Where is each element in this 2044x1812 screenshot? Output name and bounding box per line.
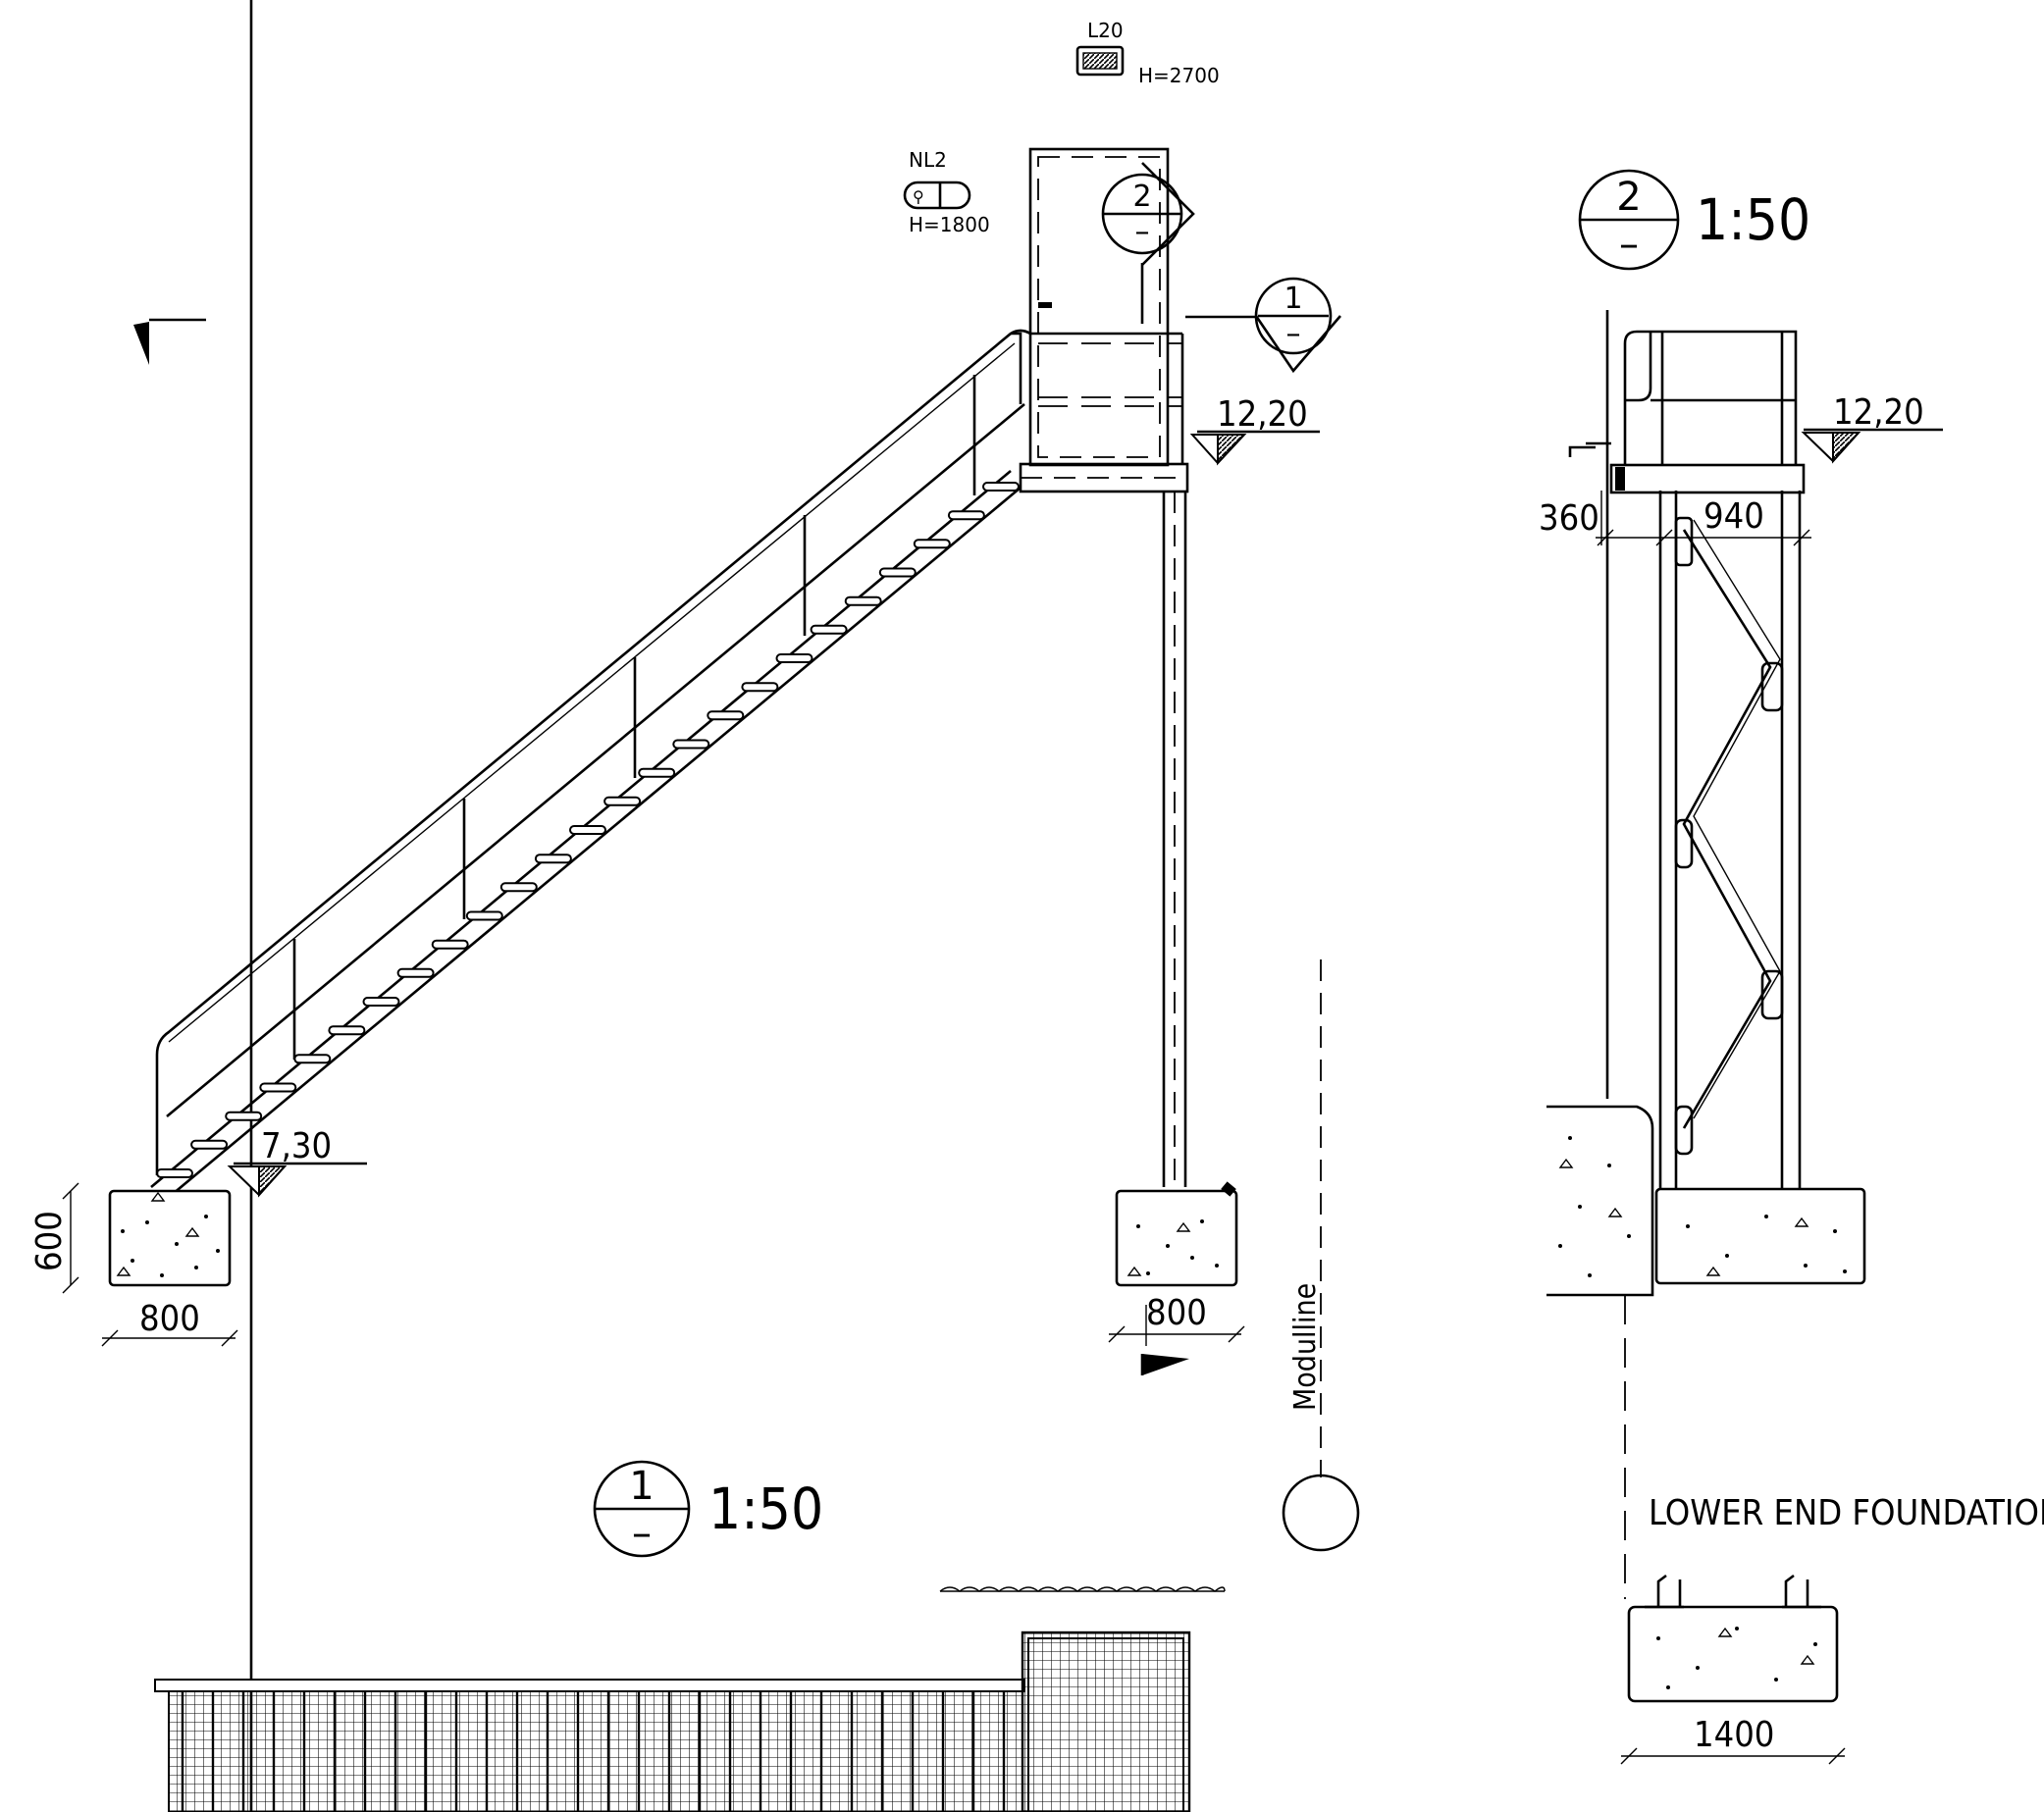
stair-tread — [707, 710, 745, 721]
dimension-foundation-left: 800 — [101, 1299, 238, 1347]
view1-scale: 1:50 — [708, 1475, 823, 1542]
cut-marker-1-number: 1 — [1284, 282, 1302, 316]
view2-marker-number: 2 — [1616, 175, 1641, 220]
dimension-foundation-right: 800 — [1108, 1293, 1245, 1346]
cut-marker-1: 1 – — [1185, 277, 1341, 374]
stair-tread — [878, 567, 917, 578]
stair-tread — [431, 939, 469, 950]
dim-800-left-label: 800 — [139, 1299, 200, 1339]
view2-marker-sub: – — [1619, 222, 1639, 267]
section-arrow-bottom — [1140, 1354, 1189, 1375]
stair-elevation-view: 12,20 7,30 600 800 800 — [29, 19, 1360, 1558]
cut-marker-2: 2 – — [1101, 162, 1195, 324]
stair-tread — [293, 1054, 332, 1064]
dim-800-right-label: 800 — [1146, 1293, 1207, 1333]
light-code: NL2 — [909, 148, 947, 172]
foundation-dim-label: 1400 — [1694, 1715, 1774, 1755]
stair-tread — [225, 1111, 263, 1121]
level-top-label: 12,20 — [1217, 394, 1308, 435]
light-icon: ⚲ — [913, 187, 924, 206]
level-mark-top: 12,20 — [1189, 394, 1320, 466]
window-height: H=2700 — [1138, 64, 1220, 87]
stair-tread — [775, 653, 813, 663]
dim-940-label: 940 — [1703, 496, 1764, 537]
cut-marker-1-sub: – — [1286, 317, 1301, 351]
stair-balusters — [292, 375, 976, 1060]
dim-600-label: 600 — [29, 1211, 70, 1271]
view2-scale: 1:50 — [1696, 186, 1810, 253]
grid-label: Modulline — [1288, 1283, 1323, 1411]
stair-tread — [465, 910, 503, 921]
view2-title: 2 – 1:50 — [1578, 169, 1810, 271]
stair-handrail-top — [155, 329, 1031, 1175]
stair-tread — [913, 539, 951, 549]
light-height: H=1800 — [909, 213, 990, 236]
stair-tread — [947, 510, 985, 521]
facade-strip — [154, 1586, 1226, 1812]
lower-end-foundation-detail: LOWER END FOUNDATION 1400 — [1620, 1493, 2044, 1765]
stair-tread — [672, 739, 710, 750]
cut-marker-2-sub: – — [1135, 215, 1150, 249]
window-code: L20 — [1087, 19, 1124, 42]
stair-treads — [156, 482, 1020, 1178]
view1-marker-number: 1 — [629, 1464, 654, 1509]
stair-handrail-mid — [166, 403, 1025, 1117]
stair-tread — [259, 1082, 297, 1093]
stair-tread — [603, 796, 642, 806]
view1-marker-sub: – — [632, 1511, 652, 1556]
door-elevation — [1028, 147, 1184, 467]
stair-tread — [534, 854, 572, 864]
stair-tread — [190, 1139, 229, 1150]
facade-ribs — [181, 1691, 1006, 1812]
stair-tread — [569, 825, 606, 835]
stair-side-section-view: 12,20 360 940 2 – 1:50 — [1539, 169, 1943, 1599]
foundation-left — [108, 1189, 232, 1287]
foundation-title: LOWER END FOUNDATION — [1649, 1493, 2044, 1533]
window-tag: L20 H=2700 — [1075, 19, 1220, 87]
view1-title: 1 – 1:50 — [593, 1460, 823, 1558]
stair-tread — [156, 1168, 193, 1178]
foundation-right — [1115, 1181, 1238, 1287]
stair-tread — [810, 624, 848, 635]
view2-level-label: 12,20 — [1833, 392, 1924, 433]
stair-tread — [396, 967, 435, 978]
stair-tread — [362, 997, 400, 1007]
module-line: Modulline — [1282, 959, 1360, 1552]
dimension-foundation-height: 600 — [29, 1182, 79, 1294]
cut-marker-2-number: 2 — [1132, 180, 1151, 214]
stair-tread — [328, 1025, 366, 1036]
dim-360-label: 360 — [1539, 498, 1599, 539]
stair-tread — [982, 482, 1020, 492]
stair-tread — [741, 682, 779, 693]
support-column — [1162, 492, 1187, 1187]
section-arrow-top — [133, 318, 206, 365]
level-mark-bottom: 7,30 — [227, 1126, 367, 1198]
view2-dimensions: 360 940 — [1539, 491, 1811, 546]
stair-tread — [844, 595, 882, 606]
stair-tread — [638, 767, 676, 778]
level-bottom-label: 7,30 — [261, 1126, 332, 1166]
view2-level-mark: 12,20 — [1801, 392, 1943, 464]
stair-tread — [499, 882, 538, 893]
light-tag: NL2 ⚲ H=1800 — [903, 148, 990, 236]
stair-handrail-top-inner — [168, 342, 1016, 1043]
